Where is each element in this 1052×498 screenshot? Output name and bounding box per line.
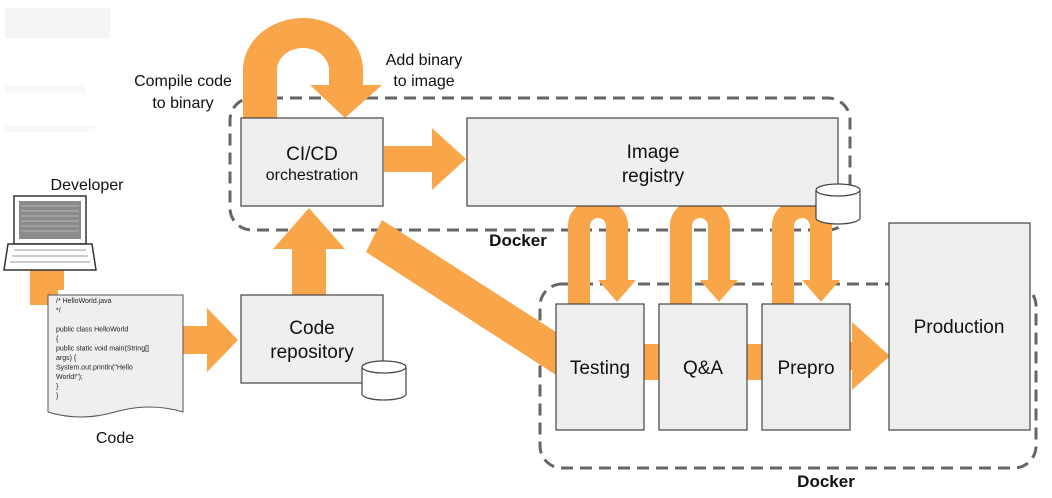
developer-label: Developer <box>51 177 125 194</box>
registry-box <box>466 117 839 207</box>
prepro-to-production-arrow <box>848 322 890 390</box>
code-line: args) { <box>56 355 77 362</box>
background-remnants <box>5 8 110 132</box>
testing-label: Testing <box>570 358 630 379</box>
code-line: public class HelloWorld <box>56 327 128 334</box>
code-line: } <box>56 384 59 391</box>
code-repository-label-line1: Code <box>289 318 334 339</box>
code-line: /* HelloWorld.java <box>56 298 112 305</box>
registry-label-line1: Image <box>627 142 680 163</box>
registry-database-icon <box>815 183 861 225</box>
testing-box <box>555 303 645 431</box>
qa-label: Q&A <box>683 358 723 379</box>
add-binary-note-line1: Add binary <box>386 52 463 69</box>
docker-bottom-label: Docker <box>797 472 855 491</box>
registry-label-line2: registry <box>622 166 685 187</box>
docker-group-bottom <box>538 282 1038 470</box>
qa-box <box>658 303 748 431</box>
registry-qa-loop <box>670 199 738 305</box>
code-label: Code <box>96 430 134 447</box>
cicd-to-testing-arrow <box>366 220 556 375</box>
cicd-box <box>240 117 384 207</box>
registry-prepro-loop <box>772 199 840 305</box>
code-line: public static void main(String[] <box>56 346 149 353</box>
docker-group-top <box>228 96 852 232</box>
laptop-icon <box>3 195 97 271</box>
testing-to-qa-connector <box>642 344 660 380</box>
compile-note-line2: to binary <box>152 95 213 112</box>
code-line: } <box>56 393 59 400</box>
production-label: Production <box>914 317 1005 338</box>
prepro-box <box>761 303 851 431</box>
compile-note-line1: Compile code <box>134 73 232 90</box>
code-line: World!"); <box>56 374 83 381</box>
registry-testing-loop <box>568 199 636 305</box>
cicd-label-line1: CI/CD <box>286 144 338 165</box>
code-snippet: /* HelloWorld.java */ public class HelloW… <box>56 298 149 400</box>
repo-to-cicd-arrow <box>273 208 345 295</box>
code-repository-label-line2: repository <box>270 342 354 363</box>
add-binary-note-line2: to image <box>393 73 454 90</box>
code-to-repo-arrow <box>183 308 238 372</box>
docker-top-label: Docker <box>489 231 547 250</box>
qa-to-prepro-connector <box>746 344 764 380</box>
code-line: */ <box>56 308 61 315</box>
cicd-label-line2: orchestration <box>266 167 359 184</box>
code-line: System.out.println("Hello <box>56 365 133 372</box>
code-line: { <box>56 336 59 343</box>
repository-database-icon <box>361 360 407 401</box>
prepro-label: Prepro <box>777 358 834 379</box>
compile-loop-arrow <box>243 18 382 118</box>
code-document <box>47 294 184 418</box>
code-repository-box <box>240 294 384 384</box>
production-box <box>888 222 1031 431</box>
cicd-to-registry-arrow <box>384 128 466 190</box>
